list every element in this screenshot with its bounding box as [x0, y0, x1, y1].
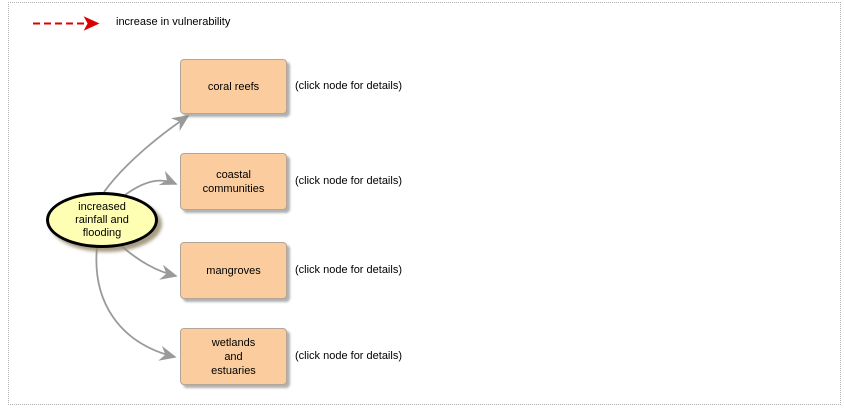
node-label: wetlands and estuaries — [211, 336, 256, 377]
node-label: increased rainfall and flooding — [75, 200, 129, 239]
node-label: coral reefs — [207, 80, 260, 93]
connector-to-wetlands-estuaries — [95, 246, 177, 361]
click-hint-mangroves: (click node for details) — [295, 263, 402, 276]
connector-to-coral-reefs — [103, 115, 190, 193]
node-label: coastal communities — [202, 168, 265, 195]
legend-label: increase in vulnerability — [116, 16, 231, 28]
diagram-border — [8, 2, 841, 405]
click-hint-coral-reefs: (click node for details) — [295, 79, 402, 92]
click-hint-wetlands-estuaries: (click node for details) — [295, 349, 402, 362]
node-mangroves[interactable]: mangroves — [180, 242, 287, 299]
node-wetlands-and-estuaries[interactable]: wetlands and estuaries — [180, 328, 287, 385]
connector-to-coastal-communities — [124, 170, 178, 196]
node-increased-rainfall-and-flooding[interactable]: increased rainfall and flooding — [46, 192, 158, 248]
node-coral-reefs[interactable]: coral reefs — [180, 59, 287, 114]
connector-to-mangroves — [117, 242, 178, 280]
node-coastal-communities[interactable]: coastal communities — [180, 153, 287, 210]
node-label: mangroves — [206, 264, 261, 277]
click-hint-coastal-communities: (click node for details) — [295, 174, 402, 187]
